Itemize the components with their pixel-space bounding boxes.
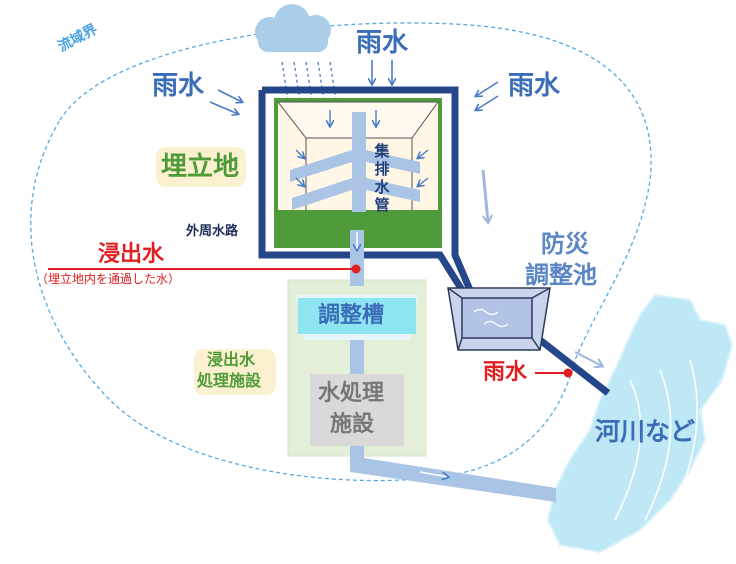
collection-pipe-main — [352, 112, 366, 212]
rain-arrow — [209, 101, 238, 114]
facility-label-bg — [194, 349, 276, 395]
facility-label-1: 浸出水 — [207, 350, 256, 369]
river-wave — [614, 379, 642, 521]
river-label: 河川など — [595, 417, 696, 446]
outflow-channel — [537, 337, 611, 396]
rain-drops-icon — [281, 61, 337, 101]
pipe-char: 管 — [374, 196, 390, 214]
adjust-tank — [298, 298, 416, 334]
treatment-pipe — [350, 335, 364, 379]
discharge-arrow — [419, 471, 448, 477]
retention-pond — [447, 287, 551, 351]
rain-label-left: 雨水 — [152, 71, 205, 101]
channel-flow-arrow — [481, 169, 488, 222]
rain-arrow — [476, 95, 499, 110]
leachate-note: （埋立地内を通過した水） — [36, 272, 181, 286]
adjust-tank-label: 調整槽 — [318, 303, 385, 328]
rain-label-right: 雨水 — [508, 71, 561, 101]
rain-arrow — [476, 81, 499, 96]
retention-pond-label-1: 防災 — [541, 230, 589, 258]
river-wave — [644, 369, 672, 521]
river-wave — [674, 359, 698, 506]
collection-pipe-branch — [366, 178, 420, 202]
cloud-icon — [255, 4, 331, 52]
pipe-char: 集 — [374, 142, 390, 160]
leachate-point-marker — [351, 264, 361, 274]
seepage-arrow — [418, 149, 429, 158]
landfill-label: 埋立地 — [161, 152, 240, 182]
rain-label-top: 雨水 — [356, 28, 409, 58]
leachate-label: 浸出水 — [98, 242, 165, 267]
landfill-label-bg — [156, 147, 246, 187]
basin-boundary-line — [30, 22, 652, 482]
discharge-pipe — [350, 458, 556, 502]
perimeter-channel-label: 外周水路 — [186, 224, 239, 239]
water-treatment-label-1: 水処理 — [318, 381, 385, 406]
rain-arrow — [217, 89, 242, 102]
seepage-arrow — [295, 177, 304, 186]
seepage-arrow — [295, 149, 304, 158]
collection-pipe-branch — [292, 178, 352, 210]
rain-red-label: 雨水 — [483, 360, 528, 385]
pipe-char: 水 — [374, 178, 390, 196]
rain-point-marker — [563, 368, 573, 378]
facility-label-2: 処理施設 — [197, 371, 262, 390]
retention-pond-label-2: 調整池 — [525, 261, 597, 289]
water-treatment-label-2: 施設 — [330, 412, 375, 437]
water-treatment-box — [310, 374, 404, 446]
outflow-arrow — [574, 351, 602, 366]
seepage-arrow — [418, 177, 429, 186]
collection-pipe-label: 集 排 水 管 — [372, 142, 392, 214]
collection-pipe-branch — [366, 150, 420, 174]
collection-pipe-branch — [290, 150, 352, 182]
pipe-char: 排 — [374, 160, 390, 178]
